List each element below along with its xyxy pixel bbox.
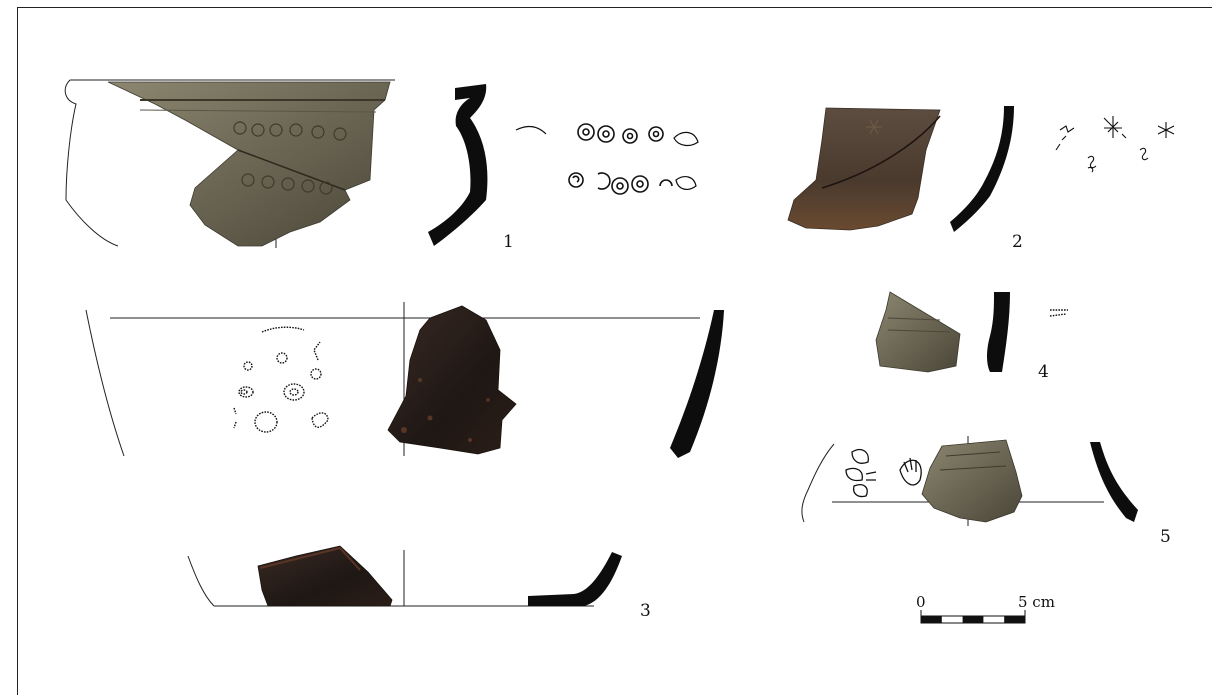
scale-bar-start-label: 0	[916, 593, 926, 611]
figure-1-stamp-motifs	[515, 123, 699, 195]
figure-2-section-profile	[950, 106, 1014, 232]
figure-2-stamp-motifs	[1055, 116, 1175, 173]
scale-bar	[920, 610, 1026, 624]
figure-1-section-profile	[428, 84, 488, 246]
scale-bar-end-label: 5 cm	[1018, 593, 1055, 611]
figure-3-base-sherd-photo	[257, 545, 393, 607]
figure-number-4: 4	[1038, 362, 1049, 382]
figure-4-sherd-photo	[875, 291, 961, 373]
figure-1-sherd-photo	[107, 81, 391, 247]
figure-5-stamp-motifs	[845, 448, 922, 498]
figure-number-3: 3	[640, 601, 651, 621]
plate-frame	[17, 7, 1212, 695]
figure-5-section-profile	[1090, 442, 1138, 522]
figure-number-1: 1	[503, 232, 514, 252]
figure-number-2: 2	[1012, 232, 1023, 252]
figure-3-rim-section-profile	[670, 310, 724, 458]
figure-4-stamp-motifs	[1049, 309, 1068, 317]
figure-2-sherd-photo	[787, 107, 941, 231]
figure-3-stamp-motifs	[233, 326, 329, 433]
figure-4-section-profile	[987, 292, 1010, 372]
figure-3-rim-sherd-photo	[387, 305, 517, 455]
figure-number-5: 5	[1160, 527, 1171, 547]
figure-5-sherd-photo	[921, 439, 1023, 523]
figure-3-base-section-profile	[528, 552, 622, 606]
